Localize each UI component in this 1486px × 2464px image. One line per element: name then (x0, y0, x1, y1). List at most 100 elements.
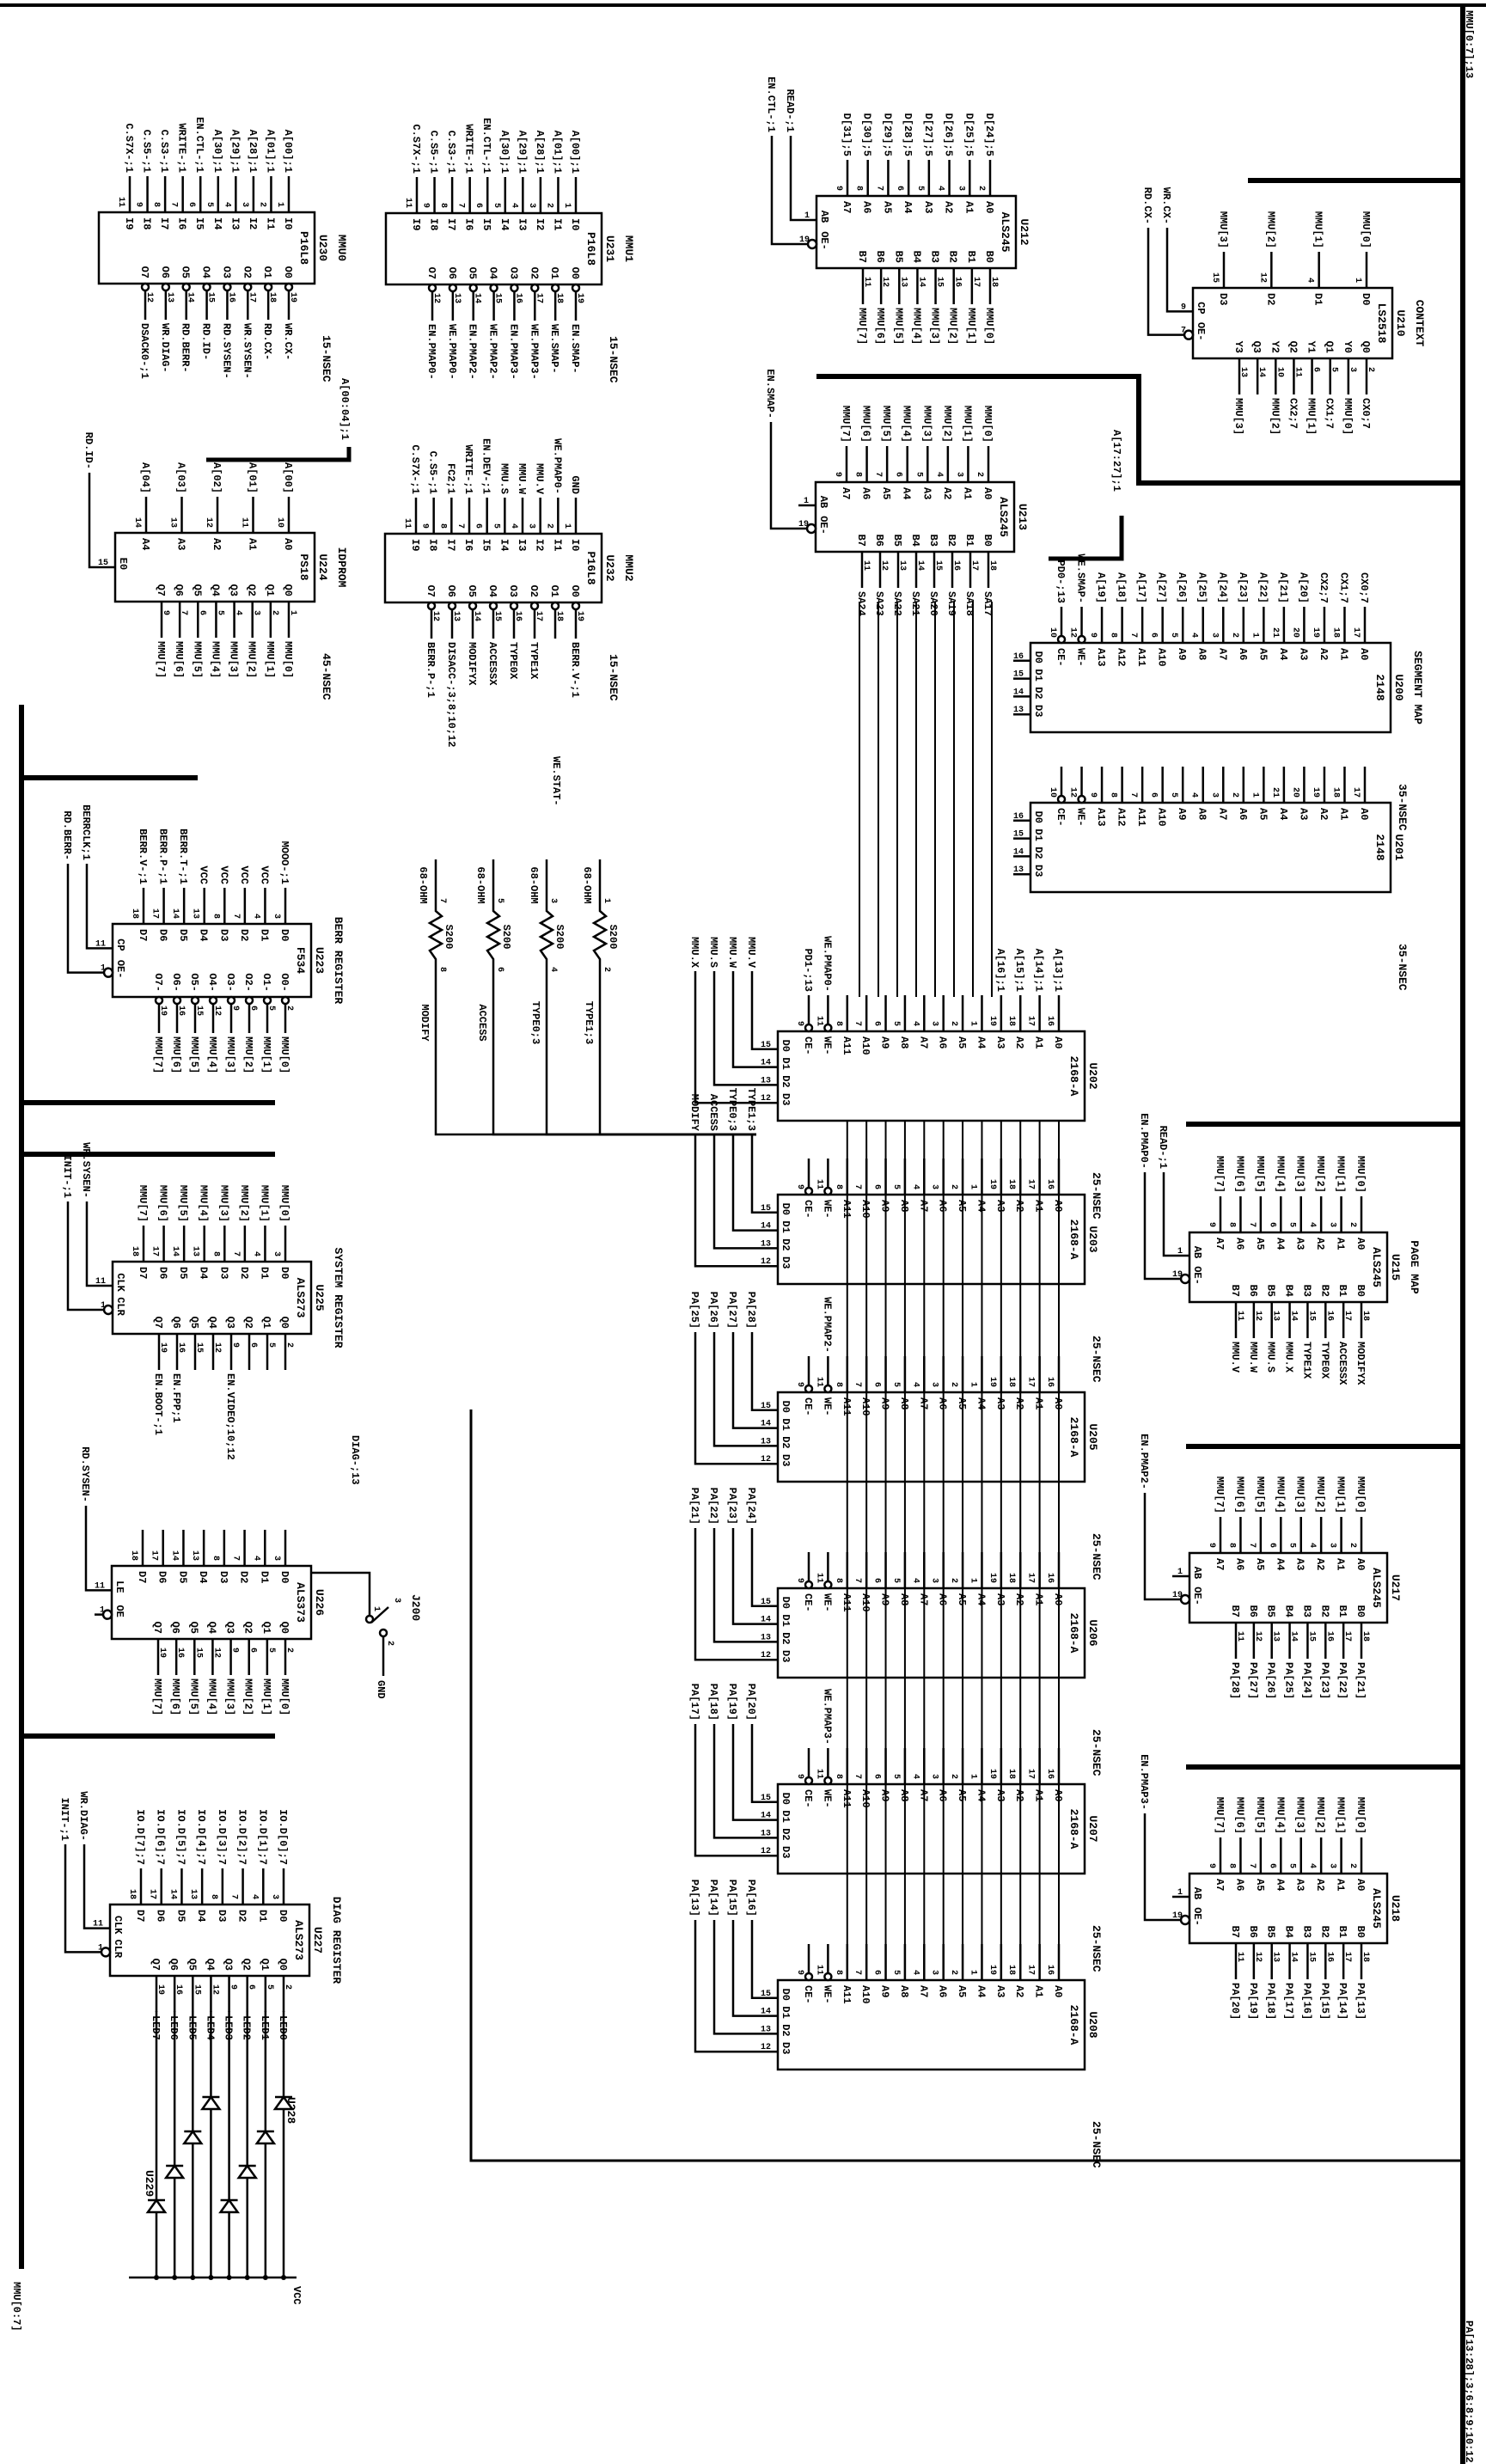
net-label: EN.BOOT-;1 (152, 1373, 164, 1435)
pin-name: Y3 (1232, 341, 1244, 353)
pin-name: B7 (855, 535, 867, 547)
net-label: WR.SYSEN- (241, 323, 253, 379)
inversion-bubble (161, 282, 171, 292)
pin-number: 13 (761, 1829, 771, 1838)
net-label: A[00];1 (282, 130, 294, 173)
pin-number: 16 (1324, 1952, 1334, 1962)
pin-name: B3 (927, 535, 939, 547)
chip-u206: 16A017A118A219A31A42A53A64A75A86A97A108A… (688, 1488, 1103, 1776)
inversion-bubble (804, 1580, 814, 1590)
pin-name: A6 (937, 1036, 949, 1049)
net-label: EN.PMAP2- (1138, 1434, 1150, 1489)
inversion-bubble (823, 1972, 833, 1982)
pin-name: D6 (157, 929, 169, 941)
chip-body (1029, 801, 1392, 894)
passives: 12S20068-OHMTYPE1;334S20068-OHMTYPE0;356… (145, 602, 1060, 2280)
net-label: MMU[7] (152, 1036, 164, 1073)
net-label: ACCESSX (486, 642, 498, 686)
pin-name: Q2 (1287, 341, 1299, 353)
pin-name: I6 (176, 217, 188, 229)
pin-number: 19 (988, 1377, 997, 1387)
net-label: MMU[3] (224, 1036, 236, 1073)
pin-name: OE- (1191, 1587, 1203, 1605)
pin-name: A6 (1233, 1558, 1245, 1570)
pin-wire (712, 1724, 778, 1839)
net-label: PA[20] (1229, 1983, 1241, 2020)
pin-name: A0 (983, 201, 995, 213)
pin-number: 3 (240, 202, 249, 207)
net-label: MMU[1] (264, 641, 276, 678)
pin-number: 16 (1045, 1377, 1055, 1387)
pin-number: 15 (761, 1794, 771, 1803)
net-label: TYPE0X (1318, 1342, 1330, 1379)
pin-number: 4 (1307, 1863, 1317, 1868)
pin-name: A13 (1095, 648, 1107, 667)
inversion-bubble (1179, 1273, 1191, 1285)
pin-number: 5 (215, 610, 224, 615)
pin-number: 14 (1257, 367, 1266, 377)
pin-name: D1 (258, 1571, 270, 1583)
pin-number: 14 (170, 908, 180, 919)
pin-number: 12 (210, 1984, 219, 1995)
net-label: BERR.V-;1 (137, 828, 149, 884)
chip-u226: 3D04D17D28D313D414D517D618D72Q0MMU[0]5Q1… (79, 1446, 326, 1715)
resistor-value: 68-OHM (474, 866, 486, 903)
pin-number: 3 (1328, 1863, 1337, 1868)
pin-wire (789, 136, 816, 222)
pin-number: 15 (761, 1598, 771, 1607)
net-label: CX2;7 (1318, 572, 1330, 603)
chip-function-title: SEGMENT MAP (1411, 651, 1424, 725)
pin-number: 7 (853, 1184, 862, 1189)
pin-number: 15 (206, 292, 216, 303)
net-label: D[31];5 (841, 113, 853, 156)
net-label-we-stat: WE.STAT- (550, 756, 562, 806)
pin-name: D2 (238, 929, 250, 941)
chip-speed: 15-NSEC (607, 654, 620, 701)
pin-number: 8 (211, 1556, 220, 1561)
led-diode (218, 2011, 241, 2280)
net-label: A[29];1 (516, 131, 528, 174)
pin-number: 4 (1307, 1222, 1317, 1227)
chip-u202: 16A0A[13];117A1A[14];118A2A[15];119A3A[1… (688, 936, 1103, 1220)
net-label: A[25] (1196, 572, 1208, 603)
pin-name: Q3 (224, 1622, 236, 1634)
pin-number: 15 (192, 1984, 201, 1995)
pin-name: A0 (1355, 1558, 1367, 1570)
pin-number: 8 (834, 1382, 843, 1387)
pin-number: 18 (1361, 1311, 1370, 1321)
pin-wire (1147, 228, 1193, 336)
pin-name: D7 (136, 1571, 148, 1583)
pin-wire (694, 1528, 778, 1661)
chip-reference: U223 (313, 947, 326, 974)
net-label: TYPE1X (1300, 1342, 1312, 1379)
pin-number: 2 (976, 186, 986, 191)
chip-part-number: ALS245 (1370, 1568, 1383, 1608)
pin-wire (83, 1844, 110, 1929)
net-label: MMU[4] (910, 308, 922, 345)
led-symbol (272, 2094, 295, 2111)
pin-number: 4 (509, 203, 518, 208)
pin-name: OE- (817, 516, 829, 535)
pin-number: 15 (761, 1402, 771, 1411)
switch-wire (311, 1571, 371, 1616)
inversion-bubble (102, 1304, 114, 1316)
pin-name: A7 (917, 1036, 929, 1049)
net-label: MMU[3] (1294, 1797, 1306, 1834)
pin-number: 2 (1348, 1863, 1357, 1868)
chip-part-number: 2168-A (1067, 1809, 1080, 1850)
pin-name: A0 (1052, 1985, 1064, 1997)
pin-number: 1 (562, 523, 572, 529)
pin-name: O5- (188, 973, 200, 992)
chip-speed: 15-NSEC (320, 335, 333, 382)
jumper-switch-j200: 123 (311, 1571, 401, 1676)
pin-number: 18 (130, 1246, 139, 1256)
pin-name: A11 (1135, 648, 1147, 667)
pin-number: 16 (226, 292, 235, 303)
led-diode (272, 2011, 295, 2280)
net-label: IO.D[7];7 (134, 1809, 146, 1865)
net-label: PA[23] (726, 1488, 738, 1525)
inversion-bubble (262, 995, 272, 1006)
pin-name: Q0 (277, 1959, 289, 1971)
pin-number: 3 (527, 203, 536, 208)
pin-number: 13 (1271, 1952, 1281, 1962)
